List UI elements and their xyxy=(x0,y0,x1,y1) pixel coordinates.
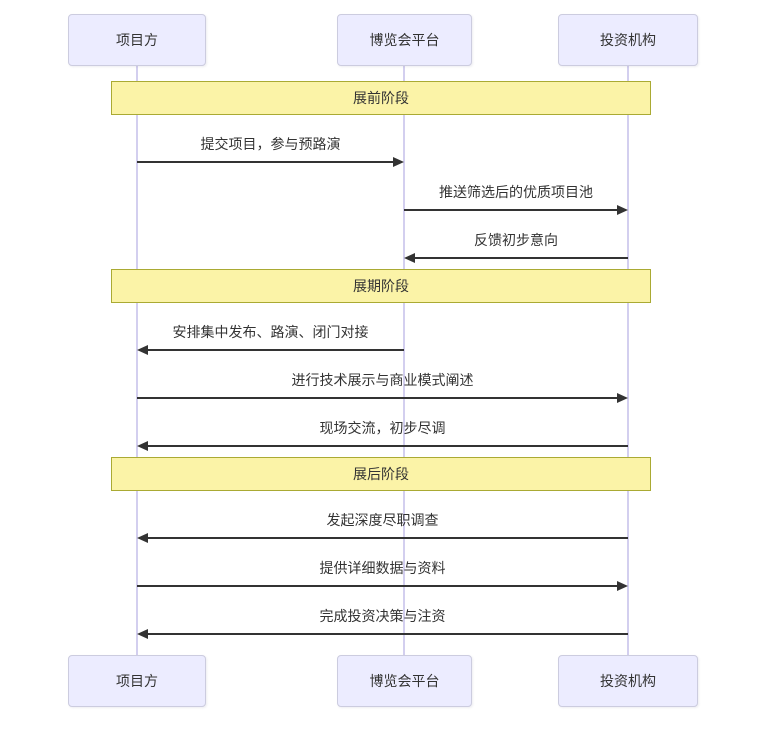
message-label: 现场交流，初步尽调 xyxy=(319,420,446,436)
arrowhead-icon xyxy=(137,345,148,355)
message-line xyxy=(147,633,628,635)
message-line xyxy=(147,349,404,351)
actor-label: 投资机构 xyxy=(600,32,656,48)
lifeline-project-party xyxy=(136,66,138,655)
message-line xyxy=(137,397,618,399)
message-line xyxy=(414,257,628,259)
actor-label: 博览会平台 xyxy=(369,673,440,689)
arrowhead-icon xyxy=(137,533,148,543)
phase-band: 展期阶段 xyxy=(111,269,651,303)
arrowhead-icon xyxy=(137,629,148,639)
actor-label: 投资机构 xyxy=(600,673,656,689)
message-line xyxy=(137,585,618,587)
arrowhead-icon xyxy=(617,393,628,403)
lifeline-expo-platform xyxy=(403,66,405,655)
message-line xyxy=(404,209,618,211)
actor-top-project-party: 项目方 xyxy=(68,14,206,66)
message-label: 安排集中发布、路演、闭门对接 xyxy=(172,324,369,340)
actor-bottom-project-party: 项目方 xyxy=(68,655,206,707)
message-label: 发起深度尽职调查 xyxy=(326,512,439,528)
arrowhead-icon xyxy=(137,441,148,451)
arrowhead-icon xyxy=(617,205,628,215)
arrowhead-icon xyxy=(617,581,628,591)
lifeline-investor xyxy=(627,66,629,655)
message-label: 提供详细数据与资料 xyxy=(319,560,446,576)
phase-band: 展前阶段 xyxy=(111,81,651,115)
message-line xyxy=(147,445,628,447)
actor-bottom-investor: 投资机构 xyxy=(558,655,698,707)
actor-label: 项目方 xyxy=(116,673,158,689)
phase-band: 展后阶段 xyxy=(111,457,651,491)
actor-label: 项目方 xyxy=(116,32,158,48)
actor-label: 博览会平台 xyxy=(369,32,440,48)
actor-bottom-expo-platform: 博览会平台 xyxy=(337,655,472,707)
arrowhead-icon xyxy=(393,157,404,167)
actor-top-investor: 投资机构 xyxy=(558,14,698,66)
message-line xyxy=(147,537,628,539)
arrowhead-icon xyxy=(404,253,415,263)
message-label: 完成投资决策与注资 xyxy=(319,608,446,624)
message-line xyxy=(137,161,394,163)
message-label: 反馈初步意向 xyxy=(474,232,558,248)
message-label: 提交项目，参与预路演 xyxy=(200,136,341,152)
actor-top-expo-platform: 博览会平台 xyxy=(337,14,472,66)
message-label: 进行技术展示与商业模式阐述 xyxy=(291,372,474,388)
message-label: 推送筛选后的优质项目池 xyxy=(439,184,593,200)
